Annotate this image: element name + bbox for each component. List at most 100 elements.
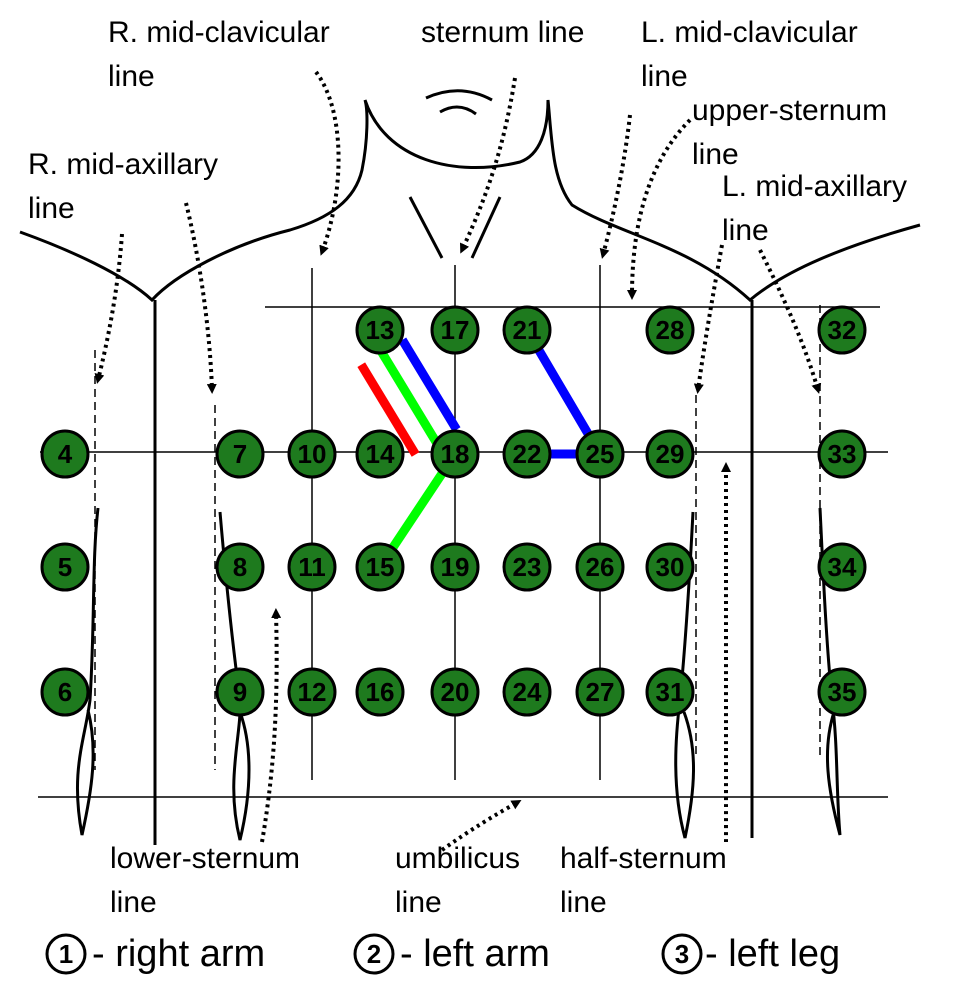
electrode-4-marker: [40, 429, 90, 479]
electrode-27-marker: [575, 667, 625, 717]
label-l-mid-clavicular-l1: L. mid-clavicular: [641, 16, 858, 49]
arrow-l-mid-clavicular: [599, 114, 632, 259]
legend-num-1: 1: [59, 939, 73, 969]
legend-marker-3: [661, 933, 703, 975]
label-sternum-l1: sternum line: [421, 16, 584, 49]
electrode-13-marker: [355, 305, 405, 355]
electrode-24-label: 24: [513, 677, 542, 707]
electrode-5-label: 5: [58, 552, 72, 582]
electrodes: 4567891011121314151617181920212223242526…: [40, 305, 867, 717]
arrow-l-mid-axillary-outer: [758, 249, 822, 394]
electrode-19-marker: [430, 542, 480, 592]
legend-marker-1: [45, 933, 87, 975]
arrow-r-mid-clavicular: [314, 70, 341, 256]
label-sternum: sternum line: [421, 16, 584, 49]
legend-marker-2: [353, 933, 395, 975]
lead-connections: [357, 337, 593, 552]
right-collarbone: [408, 196, 444, 259]
arrow-r-mid-axillary-outer: [94, 233, 124, 384]
label-r-mid-axillary-l1: R. mid-axillary: [28, 148, 218, 181]
electrode-34: 34: [817, 542, 867, 592]
label-r-mid-axillary: R. mid-axillary line: [28, 148, 226, 225]
label-l-mid-clavicular: L. mid-clavicular line: [641, 16, 866, 93]
electrode-20-label: 20: [441, 677, 470, 707]
torso-outline: [19, 99, 921, 303]
label-r-mid-clavicular: R. mid-clavicular line: [108, 16, 338, 93]
electrode-23: 23: [502, 542, 552, 592]
electrode-10-marker: [287, 429, 337, 479]
electrode-28-label: 28: [656, 315, 685, 345]
arrow-lower-sternum: [260, 608, 282, 843]
electrode-11: 11: [287, 542, 337, 592]
electrode-13-label: 13: [366, 315, 395, 345]
electrode-27-label: 27: [586, 677, 615, 707]
electrode-15-label: 15: [366, 552, 395, 582]
label-r-mid-clavicular-l1: R. mid-clavicular: [108, 16, 330, 49]
electrode-18-marker: [430, 429, 480, 479]
electrode-16: 16: [355, 667, 405, 717]
label-half-sternum: half-sternum line: [560, 842, 735, 919]
electrode-6: 6: [40, 667, 90, 717]
label-l-mid-clavicular-l2: line: [641, 60, 688, 93]
electrode-14-marker: [355, 429, 405, 479]
arrow-l-mid-axillary-inner: [693, 244, 724, 394]
electrode-15-marker: [355, 542, 405, 592]
left-arm-inner: [674, 511, 695, 839]
electrode-12-label: 12: [298, 677, 327, 707]
arrow-umbilicus: [440, 800, 522, 852]
electrode-35: 35: [817, 667, 867, 717]
electrode-31-marker: [645, 667, 695, 717]
line-labels: R. mid-clavicular line sternum line L. m…: [28, 16, 907, 919]
label-lower-sternum-l2: line: [110, 886, 157, 919]
electrode-5: 5: [40, 542, 90, 592]
electrode-33-marker: [817, 429, 867, 479]
electrode-15: 15: [355, 542, 405, 592]
label-upper-sternum-l2: line: [692, 138, 739, 171]
electrode-8-label: 8: [233, 552, 247, 582]
label-umbilicus-l1: umbilicus: [395, 842, 520, 875]
label-lower-sternum-l1: lower-sternum: [110, 842, 300, 875]
electrode-7-marker: [215, 429, 265, 479]
electrode-29: 29: [645, 429, 695, 479]
electrode-34-marker: [817, 542, 867, 592]
electrode-32-label: 32: [828, 315, 857, 345]
electrode-10-label: 10: [298, 439, 327, 469]
legend-num-3: 3: [675, 939, 689, 969]
electrode-30: 30: [645, 542, 695, 592]
electrode-18-label: 18: [441, 439, 470, 469]
electrode-12-marker: [287, 667, 337, 717]
electrode-24: 24: [502, 667, 552, 717]
electrode-30-label: 30: [656, 552, 685, 582]
legend-num-2: 2: [367, 939, 381, 969]
electrode-29-marker: [645, 429, 695, 479]
arrow-r-mid-axillary-inner: [184, 202, 217, 394]
electrode-19-label: 19: [441, 552, 470, 582]
electrode-13: 13: [355, 305, 405, 355]
label-lower-sternum: lower-sternum line: [110, 842, 308, 919]
electrode-33: 33: [817, 429, 867, 479]
electrode-9: 9: [215, 667, 265, 717]
label-l-mid-axillary-l2: line: [722, 214, 769, 247]
electrode-26: 26: [575, 542, 625, 592]
label-upper-sternum-l1: upper-sternum: [692, 94, 887, 127]
electrode-22-label: 22: [513, 439, 542, 469]
electrode-27: 27: [575, 667, 625, 717]
label-l-mid-axillary-l1: L. mid-axillary: [722, 170, 907, 203]
legend: 1 - right arm 2 - left arm 3 - left leg: [45, 933, 840, 975]
electrode-14: 14: [355, 429, 405, 479]
electrode-24-marker: [502, 667, 552, 717]
electrode-35-marker: [817, 667, 867, 717]
electrode-11-label: 11: [298, 552, 326, 582]
connection-21-25-4: [534, 346, 593, 438]
electrode-29-label: 29: [656, 439, 685, 469]
electrode-32: 32: [817, 305, 867, 355]
electrode-4: 4: [40, 429, 90, 479]
electrode-30-marker: [645, 542, 695, 592]
electrode-25: 25: [575, 429, 625, 479]
label-umbilicus-l2: line: [395, 886, 442, 919]
electrode-16-label: 16: [366, 677, 395, 707]
electrode-8: 8: [215, 542, 265, 592]
legend-item-right-arm: 1 - right arm: [45, 933, 265, 975]
electrode-23-label: 23: [513, 552, 542, 582]
